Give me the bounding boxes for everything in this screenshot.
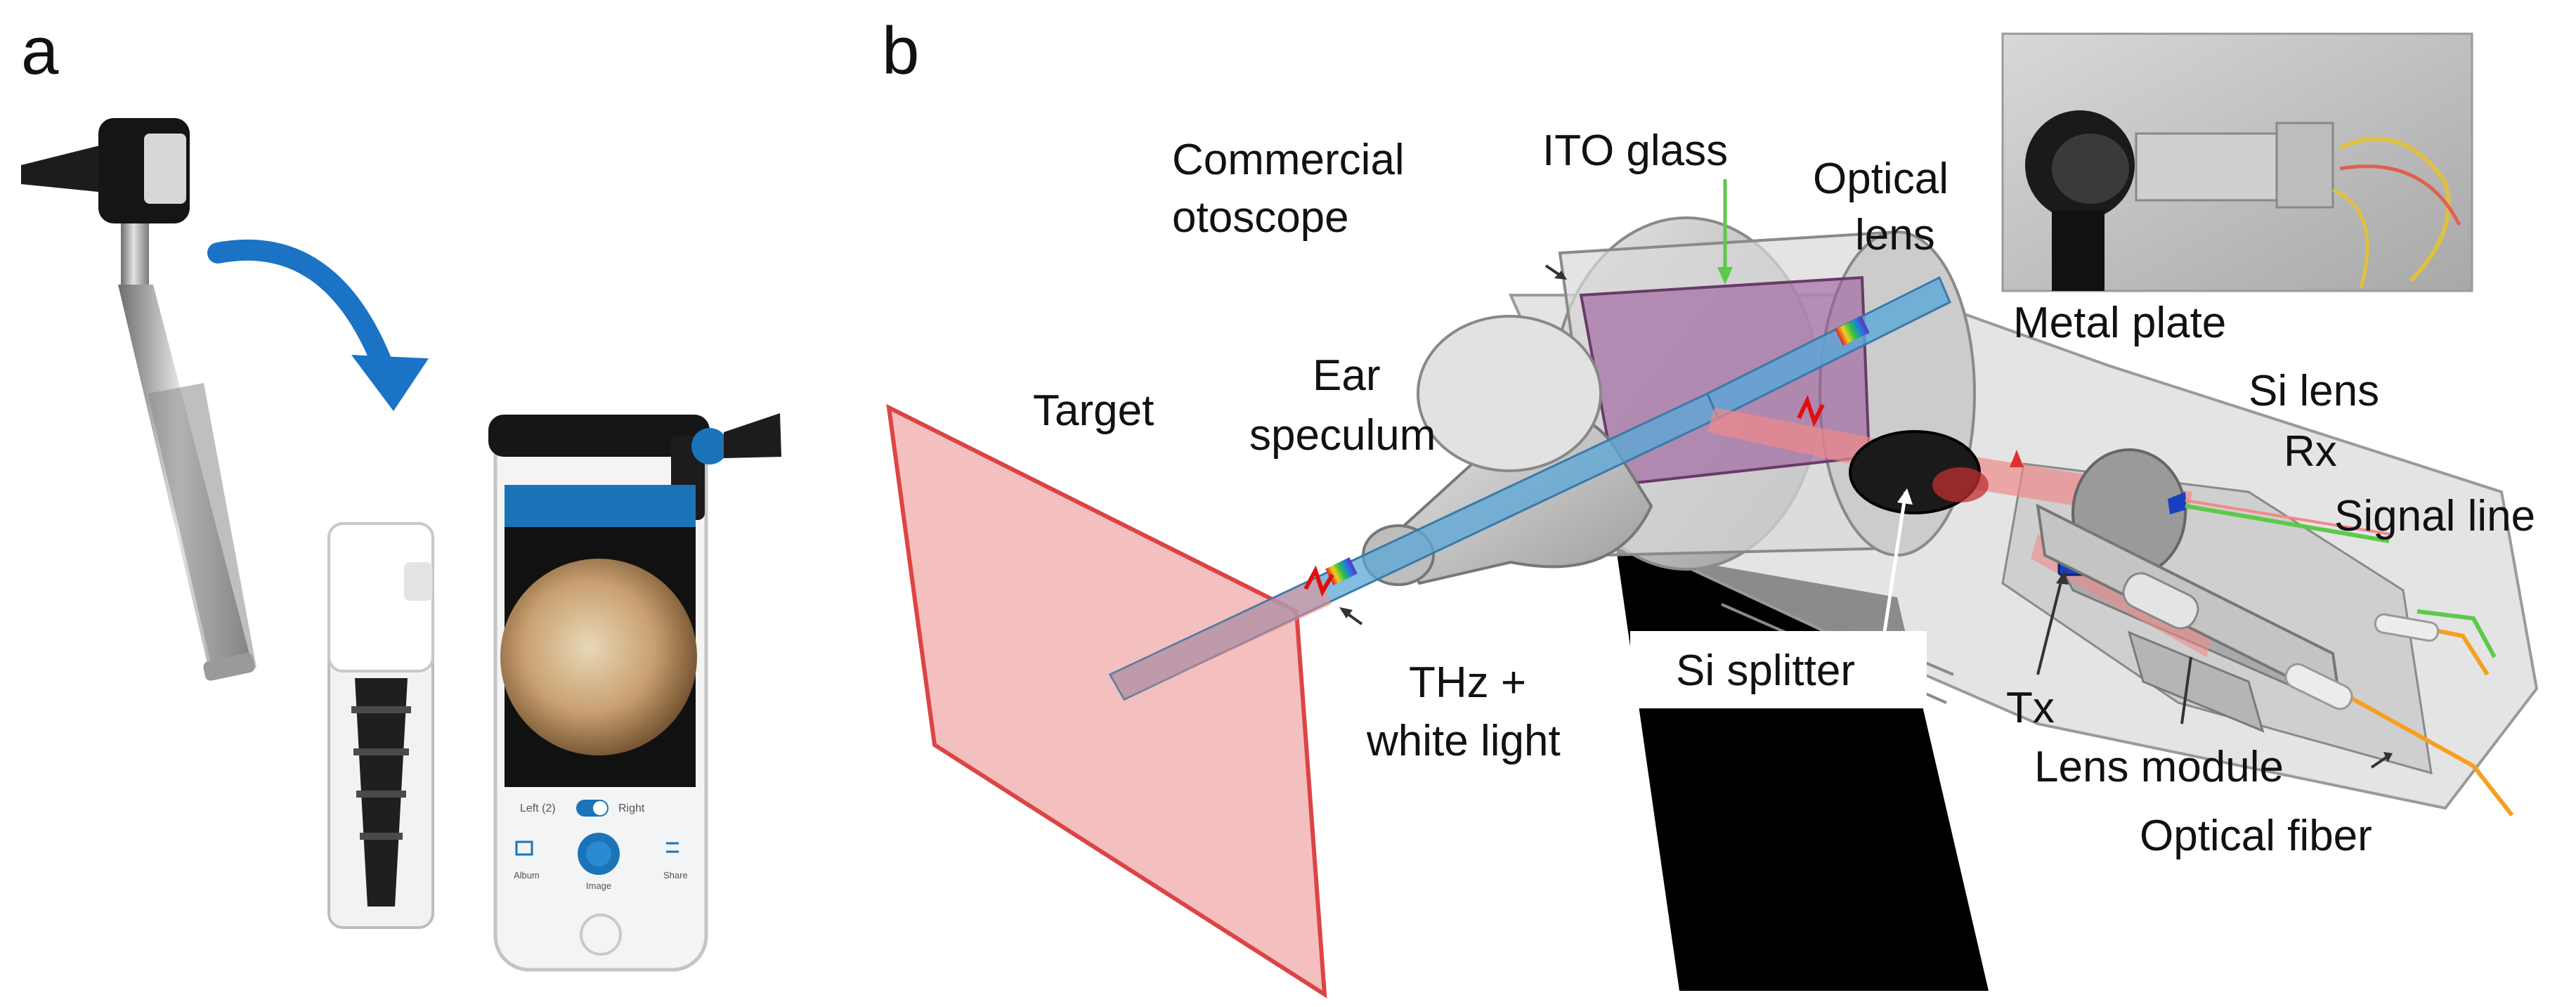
- pointer-arrows: [1339, 179, 2393, 769]
- phone-toggle-left: Left (2): [520, 803, 556, 814]
- rainbow-band-front: [1325, 557, 1358, 586]
- handheld-otoscope-icon: [21, 118, 256, 681]
- si-splitter-box: [1630, 631, 1927, 708]
- label-optical-fiber: Optical fiber: [2140, 812, 2372, 860]
- red-cone: [2010, 450, 2024, 467]
- panel-label-a: a: [21, 13, 59, 89]
- label-white-light: white light: [1366, 717, 1561, 765]
- label-lens: lens: [1855, 211, 1935, 259]
- label-signal-line: Signal line: [2334, 492, 2535, 540]
- panel-label-b: b: [882, 13, 919, 89]
- label-rx: Rx: [2284, 427, 2337, 476]
- phone-btn-center: Image: [586, 881, 611, 891]
- label-commercial: Commercial: [1172, 136, 1405, 184]
- label-ear: Ear: [1313, 351, 1380, 400]
- label-lens-module: Lens module: [2034, 743, 2284, 791]
- phone-btn-left: Album: [514, 870, 540, 881]
- label-thz: THz +: [1409, 658, 1526, 707]
- label-speculum: speculum: [1249, 411, 1436, 460]
- label-otoscope: otoscope: [1172, 193, 1349, 242]
- thz-pulse-icon-2: [1797, 395, 1825, 427]
- inset-photo: [2001, 32, 2473, 292]
- label-metal-plate: Metal plate: [2013, 299, 2226, 347]
- label-target: Target: [1033, 386, 1154, 435]
- label-si-lens: Si lens: [2249, 367, 2379, 415]
- label-tx: Tx: [2006, 684, 2055, 732]
- specula-case-icon: [327, 522, 434, 929]
- label-ito-glass: ITO glass: [1542, 126, 1728, 175]
- label-optical: Optical: [1813, 155, 1949, 203]
- rainbow-band-top: [1835, 316, 1870, 346]
- blue-curved-arrow-icon: [207, 240, 429, 411]
- thz-pulse-icon: [1303, 565, 1334, 597]
- phone-toggle-right: Right: [618, 803, 645, 814]
- smartphone-otoscope-icon: Left (2) Right Album Image Share: [488, 413, 781, 972]
- target-plane: [886, 403, 1327, 999]
- phone-btn-right: Share: [663, 870, 688, 881]
- label-si-splitter: Si splitter: [1676, 647, 1855, 695]
- fiber-lines: [2185, 499, 2514, 817]
- rx-chip: [2168, 492, 2187, 514]
